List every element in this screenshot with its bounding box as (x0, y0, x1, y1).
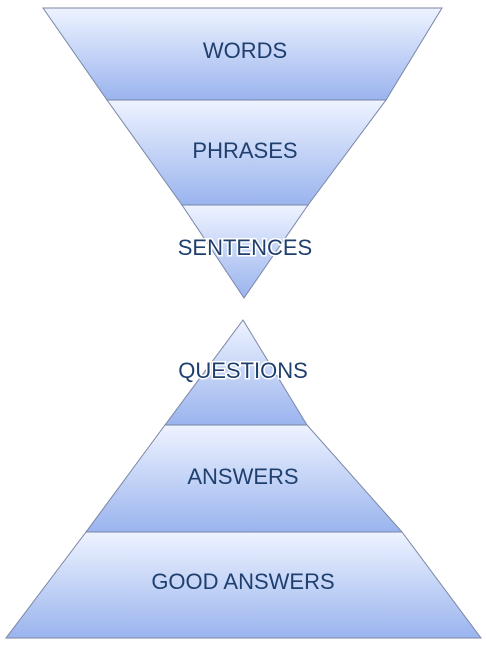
pyramid-label-questions: QUESTIONS (178, 358, 308, 383)
pyramid-label-good-answers: GOOD ANSWERS (151, 569, 334, 594)
pyramid: QUESTIONS ANSWERS GOOD ANSWERS (4, 319, 482, 639)
funnel: WORDS PHRASES SENTENCES (42, 7, 443, 299)
funnel-label-words: WORDS (203, 38, 287, 63)
funnel-label-phrases: PHRASES (192, 138, 297, 163)
funnel-segment-sentences (181, 204, 309, 299)
pyramid-segment-good-answers (4, 531, 482, 639)
funnel-label-sentences: SENTENCES (178, 235, 312, 260)
pyramid-label-answers: ANSWERS (187, 464, 298, 489)
